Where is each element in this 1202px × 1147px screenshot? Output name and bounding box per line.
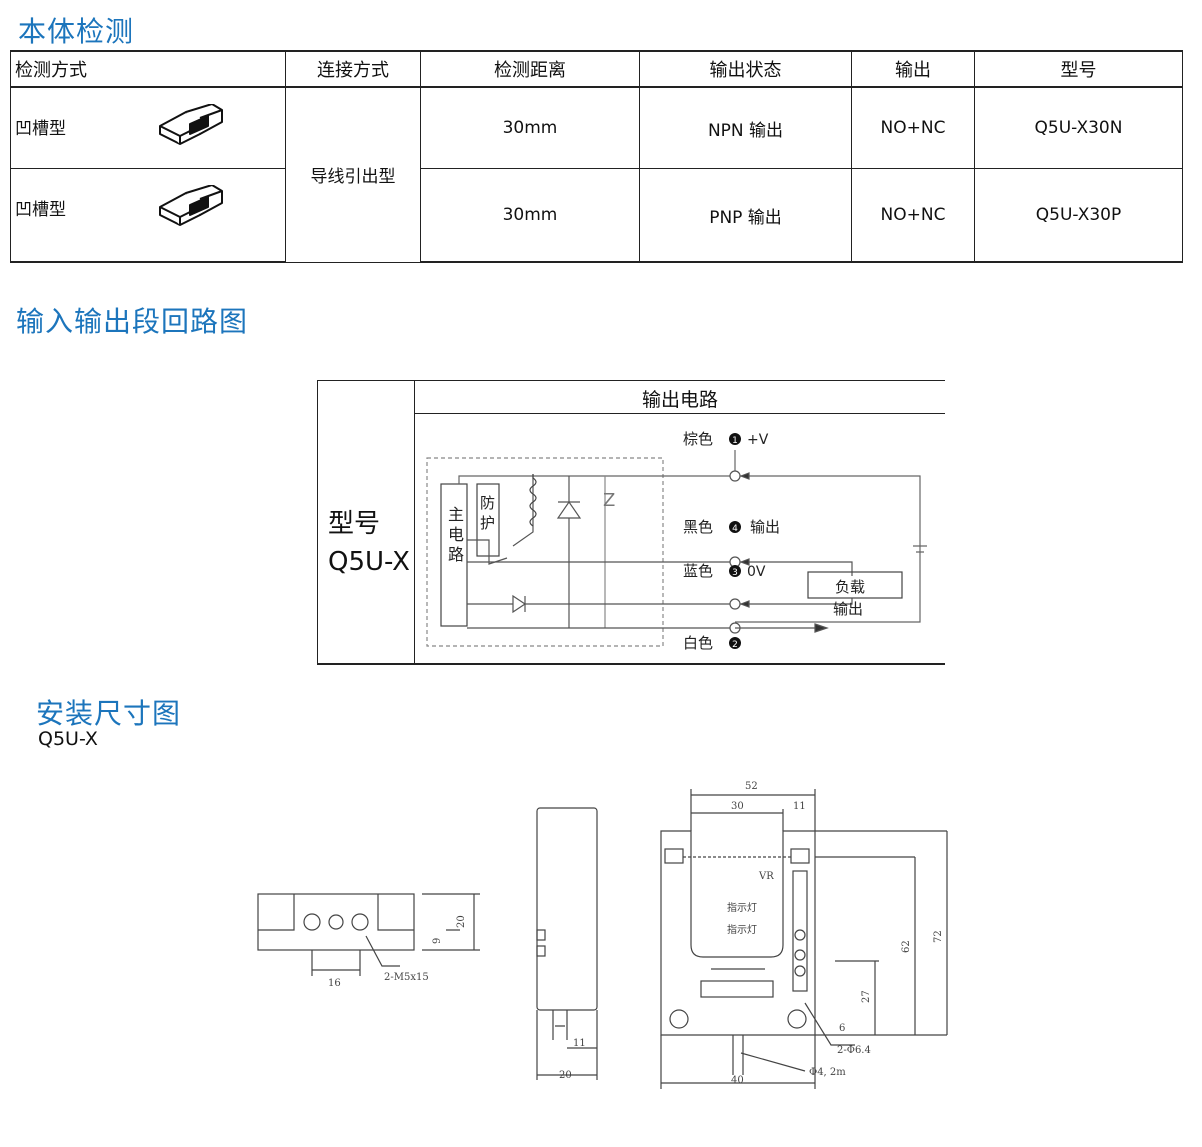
dim-h6: 6 bbox=[839, 1023, 845, 1034]
side-view-drawing: 11 20 bbox=[536, 807, 598, 1081]
model-label: 型号 Q5U-X bbox=[328, 505, 410, 581]
col-header-output: 输出 bbox=[851, 50, 975, 88]
spec-table: 检测方式 连接方式 检测距离 输出状态 输出 型号 凹槽型 bbox=[10, 50, 1183, 263]
top-view-drawing: 20 9 16 2-M5x15 bbox=[257, 893, 480, 989]
cell-distance: 30mm bbox=[420, 86, 640, 169]
cell-connection: 导线引出型 bbox=[285, 86, 421, 263]
wire-label-white: 白色 bbox=[683, 634, 713, 652]
wire-output-1: 输出 bbox=[750, 518, 780, 536]
front-view-drawing: 52 30 11 VR 指示灯 指示灯 62 72 27 6 2-Φ6.4 Φ4… bbox=[660, 781, 948, 1089]
dim-hole: 2-Φ6.4 bbox=[837, 1045, 871, 1056]
dim-w30: 30 bbox=[731, 801, 744, 812]
col-header-model: 型号 bbox=[974, 50, 1183, 88]
wire-num-blue: 3 bbox=[732, 568, 738, 578]
dim-h62: 62 bbox=[901, 940, 912, 953]
type-label: 凹槽型 bbox=[15, 200, 66, 220]
wire-label-brown: 棕色 bbox=[683, 430, 713, 448]
label-vr: VR bbox=[758, 871, 774, 882]
wire-output-2: 输出 bbox=[833, 600, 863, 618]
dim-h72: 72 bbox=[933, 930, 944, 943]
protect-char-2: 护 bbox=[480, 514, 495, 532]
cell-output-state: NPN 输出 bbox=[639, 86, 852, 169]
wire-vplus: +V bbox=[747, 432, 769, 448]
load-label: 负载 bbox=[835, 578, 865, 596]
cell-model: Q5U-X30P bbox=[974, 168, 1183, 263]
main-circuit-char-3: 路 bbox=[448, 545, 464, 564]
table-row: 凹槽型 30mm PNP 输出 NO+NC Q5U-X30P bbox=[10, 168, 1183, 263]
cell-type: 凹槽型 bbox=[10, 86, 286, 169]
model-column: 型号 Q5U-X bbox=[318, 381, 415, 663]
dim-h27: 27 bbox=[861, 990, 872, 1003]
model-label-line1: 型号 bbox=[328, 509, 381, 539]
wire-num-brown: 1 bbox=[732, 436, 738, 446]
col-header-output-state: 输出状态 bbox=[639, 50, 852, 88]
dim-side-w2: 20 bbox=[559, 1070, 572, 1081]
output-circuit-diagram: 主 电 路 防 护 Z 棕色 1 +V 黑色 4 输出 蓝色 3 0V 负载 输… bbox=[426, 430, 927, 652]
circuit-box: 型号 Q5U-X 输出电路 bbox=[317, 380, 945, 665]
cell-output-state: PNP 输出 bbox=[639, 168, 852, 263]
wire-0v: 0V bbox=[747, 564, 766, 580]
dim-top-h2: 9 bbox=[432, 938, 443, 944]
dim-top-w: 16 bbox=[328, 978, 341, 989]
col-header-type: 检测方式 bbox=[10, 50, 286, 88]
col-header-connection: 连接方式 bbox=[285, 50, 421, 88]
section-title-detection: 本体检测 bbox=[18, 15, 135, 48]
mounting-subtitle: Q5U-X bbox=[38, 728, 98, 750]
label-indicator-1: 指示灯 bbox=[727, 901, 757, 914]
dim-side-w1: 11 bbox=[573, 1038, 586, 1049]
type-label: 凹槽型 bbox=[15, 119, 66, 139]
wire-num-black: 4 bbox=[732, 524, 738, 534]
dim-w52: 52 bbox=[745, 781, 758, 792]
model-label-line2: Q5U-X bbox=[328, 547, 410, 577]
main-circuit-char-2: 电 bbox=[448, 525, 464, 544]
dim-w11: 11 bbox=[793, 801, 806, 812]
dim-cable: Φ4, 2m bbox=[809, 1067, 846, 1078]
groove-sensor-icon bbox=[159, 104, 223, 145]
dim-screw: 2-M5x15 bbox=[384, 972, 429, 983]
col-header-distance: 检测距离 bbox=[420, 50, 640, 88]
wire-num-white: 2 bbox=[732, 640, 738, 650]
main-circuit-char-1: 主 bbox=[448, 505, 464, 524]
cell-distance: 30mm bbox=[420, 168, 640, 263]
groove-sensor-icon bbox=[159, 185, 223, 226]
table-header-row: 检测方式 连接方式 检测距离 输出状态 输出 型号 bbox=[10, 50, 1183, 88]
dim-w40: 40 bbox=[731, 1075, 744, 1086]
cell-output: NO+NC bbox=[851, 168, 975, 263]
protect-char-1: 防 bbox=[480, 494, 495, 512]
label-indicator-2: 指示灯 bbox=[727, 923, 757, 936]
section-title-io-circuit: 输入输出段回路图 bbox=[16, 305, 249, 338]
svg-text:Z: Z bbox=[603, 490, 615, 511]
table-row: 凹槽型 导线引出型 30mm NPN 输出 NO+NC Q5U-X30N bbox=[10, 86, 1183, 263]
cell-output: NO+NC bbox=[851, 86, 975, 169]
dim-top-h: 20 bbox=[456, 915, 467, 928]
wire-label-black: 黑色 bbox=[683, 518, 713, 536]
cell-model: Q5U-X30N bbox=[974, 86, 1183, 169]
circuit-header: 输出电路 bbox=[415, 381, 945, 414]
wire-label-blue: 蓝色 bbox=[683, 562, 713, 580]
section-title-mounting: 安装尺寸图 bbox=[36, 697, 182, 730]
cell-type: 凹槽型 bbox=[10, 168, 286, 263]
